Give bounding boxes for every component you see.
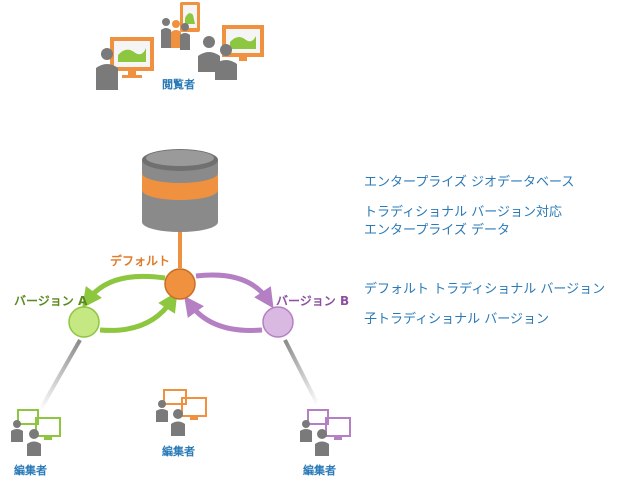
- editor-center-icon: [156, 389, 207, 436]
- editor-left-label: 編集者: [14, 464, 47, 477]
- version-b-node: [262, 306, 294, 338]
- editor-right-label: 編集者: [303, 464, 336, 477]
- version-b-editor-connector: [283, 339, 320, 406]
- version-a-editor-connector: [38, 339, 82, 411]
- editor-right-icon: [300, 409, 351, 456]
- legend-enterprise-gdb: エンタープライズ ジオデータベース: [364, 175, 575, 190]
- version-a-node: [68, 306, 100, 338]
- viewers-label: 閲覧者: [162, 78, 195, 91]
- default-version-node: [164, 268, 196, 300]
- default-version-label: デフォルト: [110, 254, 171, 268]
- arrow-default-to-version-b: [195, 272, 274, 309]
- legend-child-traditional: 子トラディショナル バージョン: [364, 312, 549, 327]
- version-a-label: バージョン A: [14, 294, 88, 308]
- version-b-label: バージョン B: [276, 294, 350, 308]
- legend-traditional-line1: トラディショナル バージョン対応: [364, 205, 562, 220]
- database-icon: [142, 149, 218, 232]
- arrow-version-a-to-default: [99, 291, 178, 333]
- editor-center-label: 編集者: [162, 445, 195, 458]
- arrow-version-b-to-default: [184, 295, 263, 333]
- viewers-icon: [96, 2, 264, 90]
- legend-default-traditional: デフォルト トラディショナル バージョン: [364, 282, 606, 297]
- legend-traditional-line2: エンタープライズ データ: [364, 223, 510, 238]
- arrow-default-to-version-a: [82, 273, 166, 309]
- editor-left-icon: [11, 409, 61, 456]
